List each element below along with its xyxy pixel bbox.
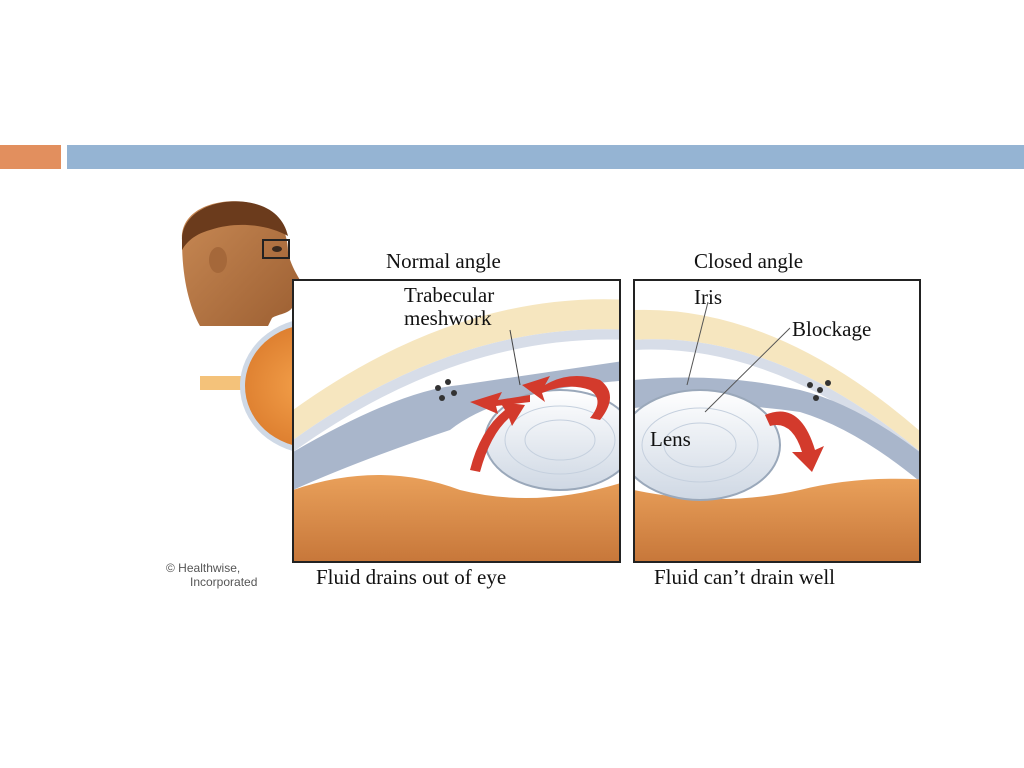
closed-angle-frame [633,279,921,563]
normal-angle-frame [292,279,621,563]
header-bar [67,145,1024,169]
closed-angle-caption: Fluid can’t drain well [654,565,835,589]
normal-angle-panel [293,280,620,562]
accent-bar [0,145,61,169]
trabecular-label-line1: Trabecular [404,283,495,307]
closed-angle-heading: Closed angle [694,249,804,273]
trabecular-label-line2: meshwork [404,306,492,330]
closed-angle-panel [634,280,920,562]
blockage-leader-line [704,327,791,413]
meshwork-leader-line [509,329,521,386]
fluid-flow-arrow-icon [765,411,824,472]
diagram-illustration [181,201,921,563]
credit-line1: © Healthwise, [166,561,241,575]
normal-angle-caption: Fluid drains out of eye [316,565,507,589]
lens-label: Lens [650,427,691,451]
head-profile-icon [181,201,300,326]
credit-line2: Incorporated [190,575,258,589]
iris-leader-line [686,301,709,386]
iris-label: Iris [694,285,722,309]
glaucoma-diagram: Normal angle Closed angle Trabecular mes… [160,190,940,610]
blockage-label: Blockage [792,317,872,341]
normal-angle-heading: Normal angle [386,249,501,273]
fluid-flow-arrow-icon [470,376,610,472]
